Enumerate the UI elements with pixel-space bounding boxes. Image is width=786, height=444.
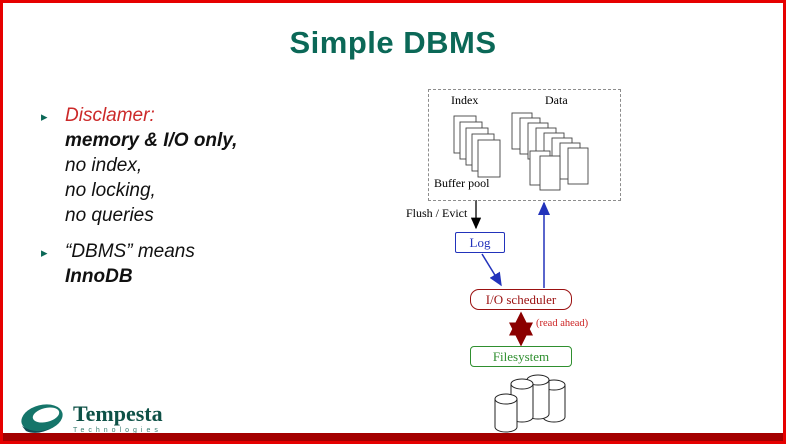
data-label: Data <box>545 93 568 107</box>
bullet-line: InnoDB <box>65 266 133 287</box>
bullet-list: ▸ Disclamer: memory & I/O only, no index… <box>41 103 381 300</box>
io-scheduler-node: I/O scheduler <box>470 289 572 310</box>
log-to-scheduler-arrow <box>481 253 502 287</box>
bullet-line: “DBMS” means <box>65 241 195 262</box>
bullet-triangle-icon: ▸ <box>41 109 48 124</box>
brand-text: Tempesta Technologies <box>73 400 163 434</box>
flush-evict-label: Flush / Evict <box>406 206 468 220</box>
bottom-red-bar <box>3 433 783 441</box>
bullet-item-dbms-means: ▸ “DBMS” means InnoDB <box>41 239 381 289</box>
disk-cylinders <box>494 374 566 433</box>
bullet-line: memory & I/O only, <box>65 130 238 151</box>
tempesta-swirl-icon <box>21 404 63 433</box>
bullet-item-disclaimer: ▸ Disclamer: memory & I/O only, no index… <box>41 103 381 228</box>
brand-subtitle: Technologies <box>73 426 162 434</box>
buffer-pool-label: Buffer pool <box>434 176 490 190</box>
log-node: Log <box>455 232 505 253</box>
bullet-line: no index, <box>65 155 143 176</box>
read-ahead-label: (read ahead) <box>536 318 589 329</box>
bullet-lines: Disclamer: memory & I/O only, no index, … <box>65 103 381 228</box>
brand-name: Tempesta <box>73 400 163 426</box>
bullet-line: no queries <box>65 205 154 226</box>
bullet-triangle-icon: ▸ <box>41 245 48 260</box>
bullet-line: Disclamer: <box>65 105 155 126</box>
tempesta-logo: Tempesta Technologies <box>19 401 163 435</box>
filesystem-node: Filesystem <box>470 346 572 367</box>
bullet-lines: “DBMS” means InnoDB <box>65 239 381 289</box>
page-title: Simple DBMS <box>289 25 497 60</box>
bullet-line: no locking, <box>65 180 156 201</box>
buffer-pool-box <box>428 89 621 201</box>
index-label: Index <box>451 93 479 107</box>
